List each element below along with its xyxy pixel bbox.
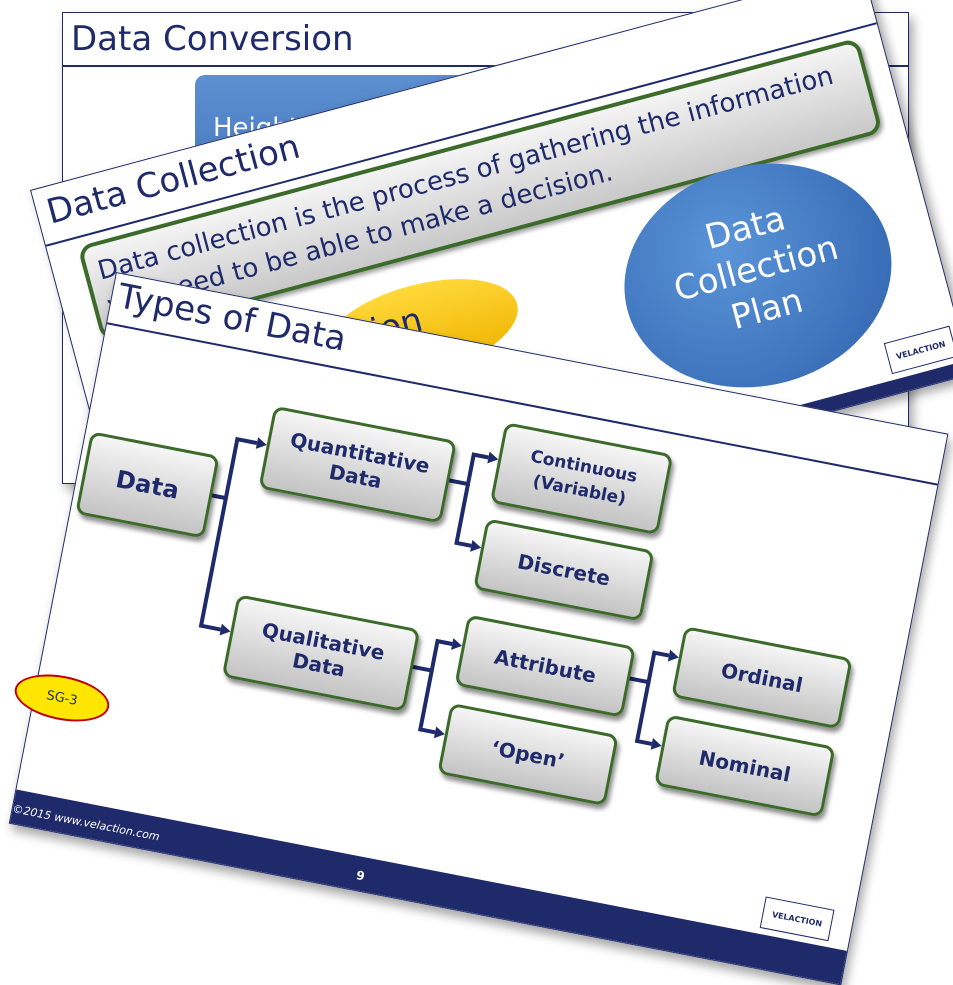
slide-types-of-data: Types of Data Data Quanti bbox=[8, 272, 949, 985]
connector-data-qualitative bbox=[198, 497, 228, 632]
connector-quant-continuous bbox=[447, 452, 489, 487]
connector-quant-discrete bbox=[454, 483, 472, 548]
title-rule bbox=[63, 65, 908, 67]
connector-data-quantitative bbox=[210, 436, 258, 501]
slide-title: Data Conversion bbox=[71, 19, 354, 59]
connector-attr-nominal bbox=[634, 681, 653, 746]
connector-qual-open bbox=[417, 670, 436, 735]
tree-connectors bbox=[198, 436, 679, 750]
connector-qual-attribute bbox=[411, 638, 453, 673]
connector-attr-ordinal bbox=[628, 650, 670, 685]
